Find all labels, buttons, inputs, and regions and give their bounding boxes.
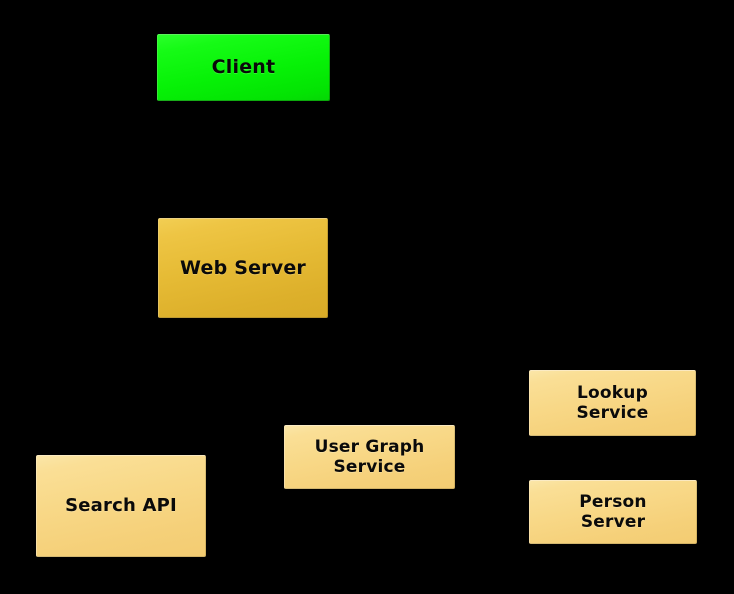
diagram-node-lookup-service[interactable]: Lookup Service xyxy=(529,370,696,436)
node-label-lookup-service: Lookup Service xyxy=(576,382,649,423)
diagram-node-search-api[interactable]: Search API xyxy=(36,455,206,557)
diagram-node-person-server[interactable]: Person Server xyxy=(529,480,697,544)
node-label-person-server: Person Server xyxy=(579,491,647,532)
diagram-node-web-server[interactable]: Web Server xyxy=(158,218,328,318)
diagram-node-user-graph-service[interactable]: User Graph Service xyxy=(284,425,455,489)
diagram-node-client[interactable]: Client xyxy=(157,34,330,101)
node-label-client: Client xyxy=(211,56,276,79)
node-label-user-graph-service: User Graph Service xyxy=(314,436,425,477)
node-label-web-server: Web Server xyxy=(180,256,306,279)
node-label-search-api: Search API xyxy=(65,495,177,517)
